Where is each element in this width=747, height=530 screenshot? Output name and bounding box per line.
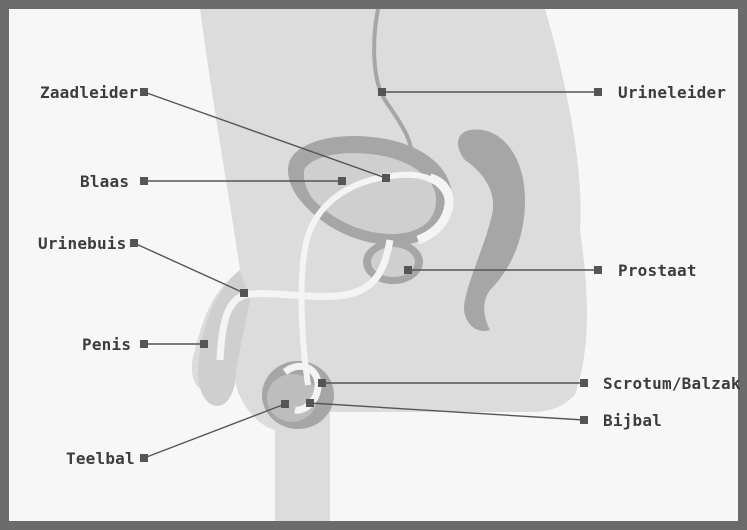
- teelbal-marker-left: [140, 454, 148, 462]
- urinebuis-marker-left: [130, 239, 138, 247]
- penis-marker-right: [200, 340, 208, 348]
- label-bijbal: Bijbal: [603, 411, 662, 431]
- label-urinebuis: Urinebuis: [38, 234, 127, 254]
- blaas-marker-right: [338, 177, 346, 185]
- label-penis: Penis: [82, 335, 131, 355]
- urineleider-marker-left: [378, 88, 386, 96]
- label-blaas: Blaas: [80, 172, 129, 192]
- urinebuis-leader: [134, 243, 244, 293]
- scrotum-marker-right: [580, 379, 588, 387]
- prostaat-marker-left: [404, 266, 412, 274]
- prostaat-marker-right: [594, 266, 602, 274]
- zaadleider-marker-left: [140, 88, 148, 96]
- label-zaadleider: Zaadleider: [40, 83, 138, 103]
- label-urineleider: Urineleider: [618, 83, 726, 103]
- urinebuis-marker-right: [240, 289, 248, 297]
- teelbal-leader: [144, 404, 285, 458]
- label-scrotum: Scrotum/Balzak: [603, 374, 741, 394]
- bijbal-marker-right: [580, 416, 588, 424]
- urineleider-marker-right: [594, 88, 602, 96]
- bijbal-marker-left: [306, 399, 314, 407]
- teelbal-marker-right: [281, 400, 289, 408]
- scrotum-marker-left: [318, 379, 326, 387]
- label-prostaat: Prostaat: [618, 261, 697, 281]
- blaas-marker-left: [140, 177, 148, 185]
- label-teelbal: Teelbal: [66, 449, 135, 469]
- penis-marker-left: [140, 340, 148, 348]
- zaadleider-marker-right: [382, 174, 390, 182]
